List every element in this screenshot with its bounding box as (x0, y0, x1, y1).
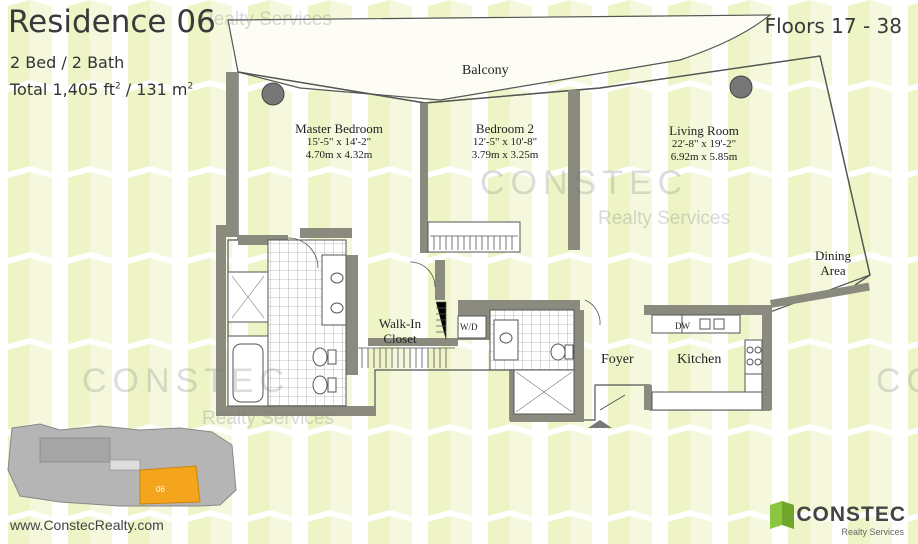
bedroom-2-name: Bedroom 2 (475, 121, 535, 136)
wd-label: W/D (460, 322, 478, 332)
dining-area-label: Dining Area (808, 248, 858, 278)
foyer-label: Foyer (601, 352, 634, 367)
constec-logo-mark (770, 501, 794, 529)
key-plan (7, 423, 237, 507)
living-room-label: Living Room 22'-8" x 19'-2" 6.92m x 5.85… (654, 123, 754, 164)
dining-line-1: Dining (814, 248, 852, 263)
watermark-brand-right: CONSTEC (876, 362, 918, 400)
total-area-ft: Total 1,405 ft (10, 80, 115, 99)
balcony-label: Balcony (462, 63, 509, 78)
total-area-m: / 131 m (120, 80, 188, 99)
beds-baths: 2 Bed / 2 Bath (10, 53, 125, 72)
master-bedroom-dim-m: 4.70m x 4.32m (305, 149, 373, 161)
watermark-brand-left: CONSTEC (82, 362, 291, 400)
kitchen-label: Kitchen (677, 352, 722, 367)
living-room-name: Living Room (669, 123, 739, 138)
living-room-dim-ft: 22'-8" x 19'-2" (671, 138, 737, 150)
walk-in-line-1: Walk-In (378, 316, 422, 331)
watermark-sub-top: Realty Services (200, 9, 332, 30)
sup-ft: 2 (114, 81, 121, 92)
walk-in-closet-label: Walk-In Closet (370, 316, 430, 346)
master-bedroom-label: Master Bedroom 15'-5" x 14'-2" 4.70m x 4… (280, 121, 398, 162)
dining-line-2: Area (820, 263, 846, 278)
bedroom-2-dim-m: 3.79m x 3.25m (471, 149, 539, 161)
floors-range: Floors 17 - 38 (764, 14, 902, 38)
logo-brand: CONSTEC (796, 503, 906, 526)
master-bedroom-name: Master Bedroom (295, 121, 383, 136)
total-area: Total 1,405 ft2 / 131 m2 (10, 80, 193, 99)
watermark-sub-left: Realty Services (202, 408, 334, 429)
sup-m: 2 (187, 81, 194, 92)
logo-sub: Realty Services (841, 527, 904, 537)
master-bedroom-dim-ft: 15'-5" x 14'-2" (306, 136, 372, 148)
bedroom-2-label: Bedroom 2 12'-5" x 10'-8" 3.79m x 3.25m (452, 121, 558, 162)
watermark-sub-center: Realty Services (598, 208, 730, 229)
watermark-brand-center: CONSTEC (480, 164, 689, 202)
keyplan-unit-label: 06 (156, 485, 165, 494)
living-room-dim-m: 6.92m x 5.85m (670, 151, 738, 163)
bedroom-2-dim-ft: 12'-5" x 10'-8" (472, 136, 538, 148)
dw-label: DW (675, 321, 690, 331)
website-link[interactable]: www.ConstecRealty.com (10, 517, 164, 533)
residence-title: Residence 06 (8, 4, 216, 40)
walk-in-line-2: Closet (383, 331, 417, 346)
